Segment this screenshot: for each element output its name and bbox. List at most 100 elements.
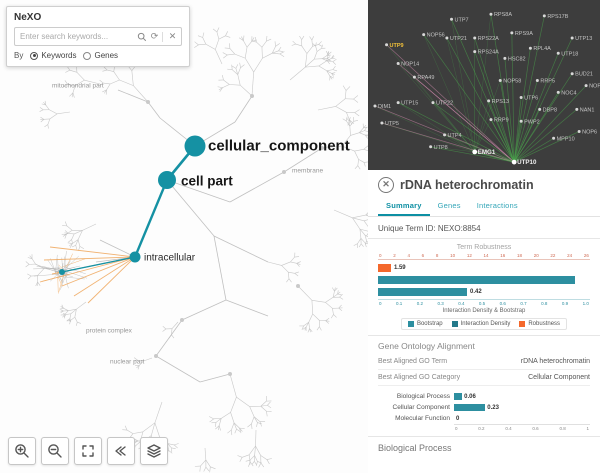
tree-label-membrane[interactable]: membrane <box>292 167 324 175</box>
network-node-UTP5[interactable] <box>380 121 384 125</box>
network-node-label-UTP13[interactable]: UTP13 <box>575 36 592 42</box>
network-node-label-DIM1[interactable]: DIM1 <box>378 104 391 110</box>
close-icon[interactable]: ✕ <box>378 177 394 193</box>
network-node-label-BUD21[interactable]: BUD21 <box>575 72 593 78</box>
network-node-NOC4[interactable] <box>556 90 560 94</box>
network-node-UTP9[interactable] <box>385 43 389 47</box>
layers-button[interactable] <box>140 437 168 465</box>
network-node-EMG1[interactable] <box>472 149 478 155</box>
tab-interactions[interactable]: Interactions <box>476 201 518 210</box>
network-node-label-RPS24A[interactable]: RPS24A <box>478 50 499 56</box>
network-node-label-RPS8A[interactable]: RPS8A <box>494 12 512 18</box>
network-node-RPS8A[interactable] <box>489 12 493 16</box>
network-node-RPS13[interactable] <box>487 99 491 103</box>
zoom-out-button[interactable] <box>41 437 69 465</box>
network-node-UTP13[interactable] <box>570 36 574 40</box>
network-node-PWP2[interactable] <box>519 119 523 123</box>
radio-genes[interactable]: Genes <box>83 51 118 60</box>
network-node-RRP9[interactable] <box>489 118 493 122</box>
network-node-label-RPS9A[interactable]: RPS9A <box>515 31 533 37</box>
network-node-label-RPS22A[interactable]: RPS22A <box>478 36 499 42</box>
network-node-label-UTP10[interactable]: UTP10 <box>517 159 537 166</box>
network-node-RPS9A[interactable] <box>510 31 514 35</box>
tree-label-protein-complex[interactable]: protein complex <box>86 327 132 335</box>
network-node-BUD21[interactable] <box>570 72 574 76</box>
network-node-label-RRP5[interactable]: RRP5 <box>540 79 555 85</box>
network-node-label-UTP15[interactable]: UTP15 <box>401 101 418 107</box>
node-cellular-component[interactable] <box>184 135 206 157</box>
tree-label-nuclear-part[interactable]: nuclear part <box>110 358 145 366</box>
network-node-label-NAN1[interactable]: NAN1 <box>580 107 595 113</box>
node-cell-part[interactable] <box>158 171 176 189</box>
network-node-UTP7[interactable] <box>450 17 454 21</box>
network-node-RRP5[interactable] <box>535 79 539 82</box>
network-node-label-HSC82[interactable]: HSC82 <box>508 56 526 62</box>
network-node-label-UTP8[interactable]: UTP8 <box>434 145 448 151</box>
network-node-label-NOC4[interactable]: NOC4 <box>561 90 576 96</box>
radio-keywords-dot[interactable] <box>30 51 39 60</box>
zoom-in-button[interactable] <box>8 437 36 465</box>
tree-label-cellular-component[interactable]: cellular_component <box>208 137 350 155</box>
network-node-label-UTP6[interactable]: UTP6 <box>524 96 538 102</box>
network-node-UTP21[interactable] <box>445 36 449 40</box>
network-node-DIM1[interactable] <box>373 104 377 108</box>
network-node-label-RPS13[interactable]: RPS13 <box>492 99 509 105</box>
network-node-NOP56[interactable] <box>422 33 426 37</box>
network-node-label-UTP7[interactable]: UTP7 <box>455 17 469 23</box>
tree-label-intracellular[interactable]: intracellular <box>144 252 196 264</box>
network-node-NOP6[interactable] <box>577 130 581 133</box>
search-icon[interactable] <box>136 31 147 42</box>
network-node-label-UTP21[interactable]: UTP21 <box>450 36 467 42</box>
network-node-label-RPL4A[interactable]: RPL4A <box>533 46 551 52</box>
tree-label-cell-part[interactable]: cell part <box>181 173 233 189</box>
network-node-DBP8[interactable] <box>538 107 542 111</box>
network-node-label-UTP22[interactable]: UTP22 <box>436 101 453 107</box>
radio-genes-dot[interactable] <box>83 51 92 60</box>
fit-screen-button[interactable] <box>74 437 102 465</box>
node-cluster[interactable] <box>59 269 65 275</box>
network-node-RPS22A[interactable] <box>473 36 477 40</box>
network-node-label-DBP8[interactable]: DBP8 <box>543 107 557 113</box>
clear-icon[interactable]: ✕ <box>168 31 177 41</box>
tree-label-mitochondrial-part[interactable]: mitochondrial part <box>52 82 104 90</box>
network-node-UTP15[interactable] <box>396 101 400 105</box>
network-node-label-NOP14[interactable]: NOP14 <box>401 62 419 68</box>
network-node-UTP6[interactable] <box>519 96 523 99</box>
network-node-label-UTP4[interactable]: UTP4 <box>448 133 462 139</box>
network-node-label-NOP58[interactable]: NOP58 <box>503 79 521 85</box>
network-node-label-EMG1[interactable]: EMG1 <box>478 149 496 156</box>
network-node-label-RRP9[interactable]: RRP9 <box>494 118 509 124</box>
network-node-UTP4[interactable] <box>443 133 447 137</box>
network-node-UTP8[interactable] <box>429 145 433 149</box>
collapse-button[interactable] <box>107 437 135 465</box>
node-intracellular[interactable] <box>129 251 141 263</box>
search-input[interactable] <box>18 31 134 42</box>
network-node-UTP10[interactable] <box>511 159 517 165</box>
network-node-label-NOP56[interactable]: NOP56 <box>427 33 445 39</box>
network-node-HSC82[interactable] <box>503 56 507 60</box>
network-node-label-MPP10[interactable]: MPP10 <box>557 136 575 142</box>
network-node-UTP22[interactable] <box>431 101 435 105</box>
network-node-RPS24A[interactable] <box>473 50 477 54</box>
ontology-tree-canvas[interactable] <box>0 0 368 473</box>
network-node-label-RPA49[interactable]: RPA49 <box>417 75 434 81</box>
network-node-NOP1[interactable] <box>584 84 588 88</box>
tab-genes[interactable]: Genes <box>437 201 461 210</box>
network-node-RPA49[interactable] <box>412 75 416 79</box>
network-node-UTP18[interactable] <box>556 51 560 55</box>
reset-icon[interactable]: ⟳ <box>150 31 159 41</box>
network-node-RPL4A[interactable] <box>528 46 532 50</box>
network-node-label-UTP5[interactable]: UTP5 <box>385 121 399 127</box>
network-node-NAN1[interactable] <box>575 107 579 111</box>
network-node-label-RPS17B[interactable]: RPS17B <box>547 14 568 20</box>
tab-summary[interactable]: Summary <box>378 198 430 216</box>
network-node-label-NOP1[interactable]: NOP1 <box>589 84 600 90</box>
network-node-NOP58[interactable] <box>498 79 502 82</box>
network-node-label-PWP2[interactable]: PWP2 <box>524 119 540 125</box>
radio-keywords[interactable]: Keywords <box>30 51 76 60</box>
network-node-NOP14[interactable] <box>396 62 400 65</box>
network-node-RPS17B[interactable] <box>542 14 546 18</box>
network-node-label-UTP18[interactable]: UTP18 <box>561 51 578 57</box>
